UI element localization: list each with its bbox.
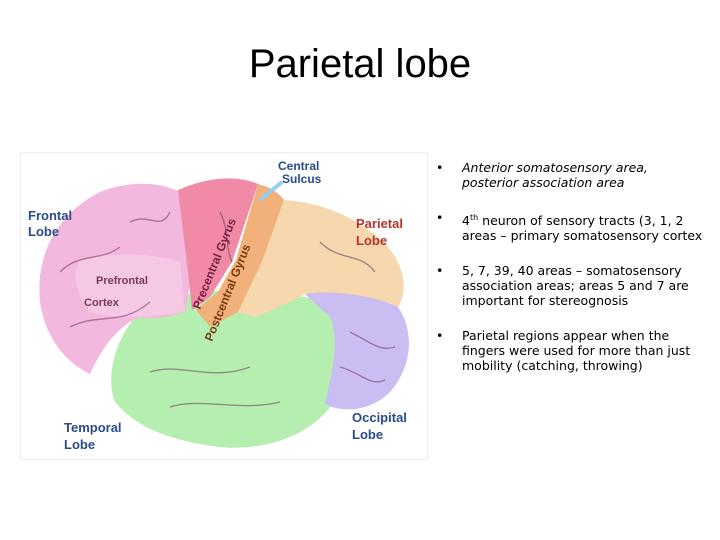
bullet-marker: •	[436, 210, 444, 225]
central-sulcus-label-line2: Sulcus	[282, 172, 322, 186]
central-sulcus-label-line1: Central	[278, 159, 319, 173]
bullet-marker: •	[436, 160, 444, 175]
slide-title: Parietal lobe	[248, 42, 472, 86]
bullet-item: • 5, 7, 39, 40 areas – somatosensory ass…	[436, 263, 706, 308]
bullet-superscript: th	[469, 213, 479, 222]
bullet-text: 5, 7, 39, 40 areas – somatosensory assoc…	[462, 263, 689, 309]
bullet-item: • 4th neuron of sensory tracts (3, 1, 2 …	[436, 210, 706, 243]
bullet-item: • Anterior somatosensory area, posterior…	[436, 160, 706, 190]
bullet-text-start: 4	[462, 213, 470, 229]
bullet-item: • Parietal regions appear when the finge…	[436, 328, 706, 373]
central-sulcus-arrow	[258, 180, 284, 202]
occipital-lobe-label-line1: Occipital	[352, 410, 407, 425]
bullet-text: Parietal regions appear when the fingers…	[462, 328, 691, 374]
bullet-text-end: neuron of sensory tracts (3, 1, 2 areas …	[462, 213, 703, 244]
temporal-lobe-label-line2: Lobe	[64, 437, 95, 452]
temporal-lobe-label-line1: Temporal	[64, 420, 122, 435]
frontal-lobe-label-line1: Frontal	[28, 208, 72, 223]
frontal-lobe-label-line2: Lobe	[28, 224, 59, 239]
bullet-list: • Anterior somatosensory area, posterior…	[436, 160, 706, 393]
temporal-lobe-region	[111, 290, 352, 448]
occipital-lobe-region	[305, 290, 409, 410]
parietal-lobe-label-line1: Parietal	[356, 216, 403, 231]
parietal-lobe-region	[238, 200, 404, 317]
sulci-lines	[59, 211, 396, 408]
precentral-gyrus-region	[178, 178, 258, 310]
bullet-marker: •	[436, 263, 444, 279]
prefrontal-label: Prefrontal	[96, 275, 148, 287]
brain-lobes-diagram: Central Sulcus Frontal Lobe Parietal Lob…	[20, 152, 428, 460]
parietal-lobe-label-line2: Lobe	[356, 233, 387, 248]
cortex-label: Cortex	[84, 297, 120, 309]
postcentral-gyrus-region	[196, 184, 284, 327]
bullet-marker: •	[436, 328, 444, 344]
bullet-text: Anterior somatosensory area, posterior a…	[462, 160, 648, 190]
prefrontal-region	[75, 254, 185, 317]
occipital-lobe-label-line2: Lobe	[352, 427, 383, 442]
